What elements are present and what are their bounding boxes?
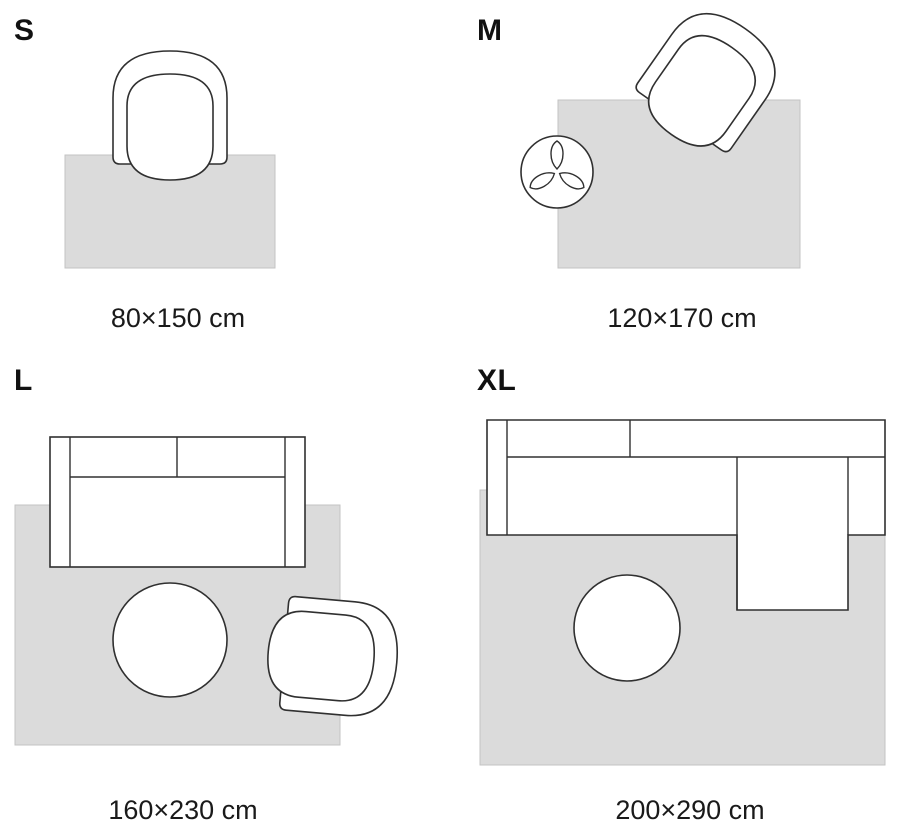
sectional-sofa-icon <box>486 419 886 611</box>
coffee-table-icon <box>573 574 681 682</box>
dimension-label-xl: 200×290 cm <box>615 795 765 825</box>
size-card-s-illustration <box>64 50 276 269</box>
sofa-icon <box>49 436 306 568</box>
size-label-s: S <box>14 14 35 47</box>
plant-icon <box>520 135 594 209</box>
size-card-xl-illustration <box>479 419 886 766</box>
size-card-m-illustration <box>520 0 801 269</box>
dimension-label-m: 120×170 cm <box>607 303 757 333</box>
dimension-label-s: 80×150 cm <box>110 303 246 333</box>
armchair-icon <box>112 50 228 181</box>
size-label-m: M <box>477 14 503 47</box>
size-label-xl: XL <box>477 364 517 397</box>
size-label-l: L <box>14 364 33 397</box>
dimension-label-l: 160×230 cm <box>108 795 258 825</box>
coffee-table-icon <box>112 582 228 698</box>
size-card-l-illustration <box>14 436 403 746</box>
